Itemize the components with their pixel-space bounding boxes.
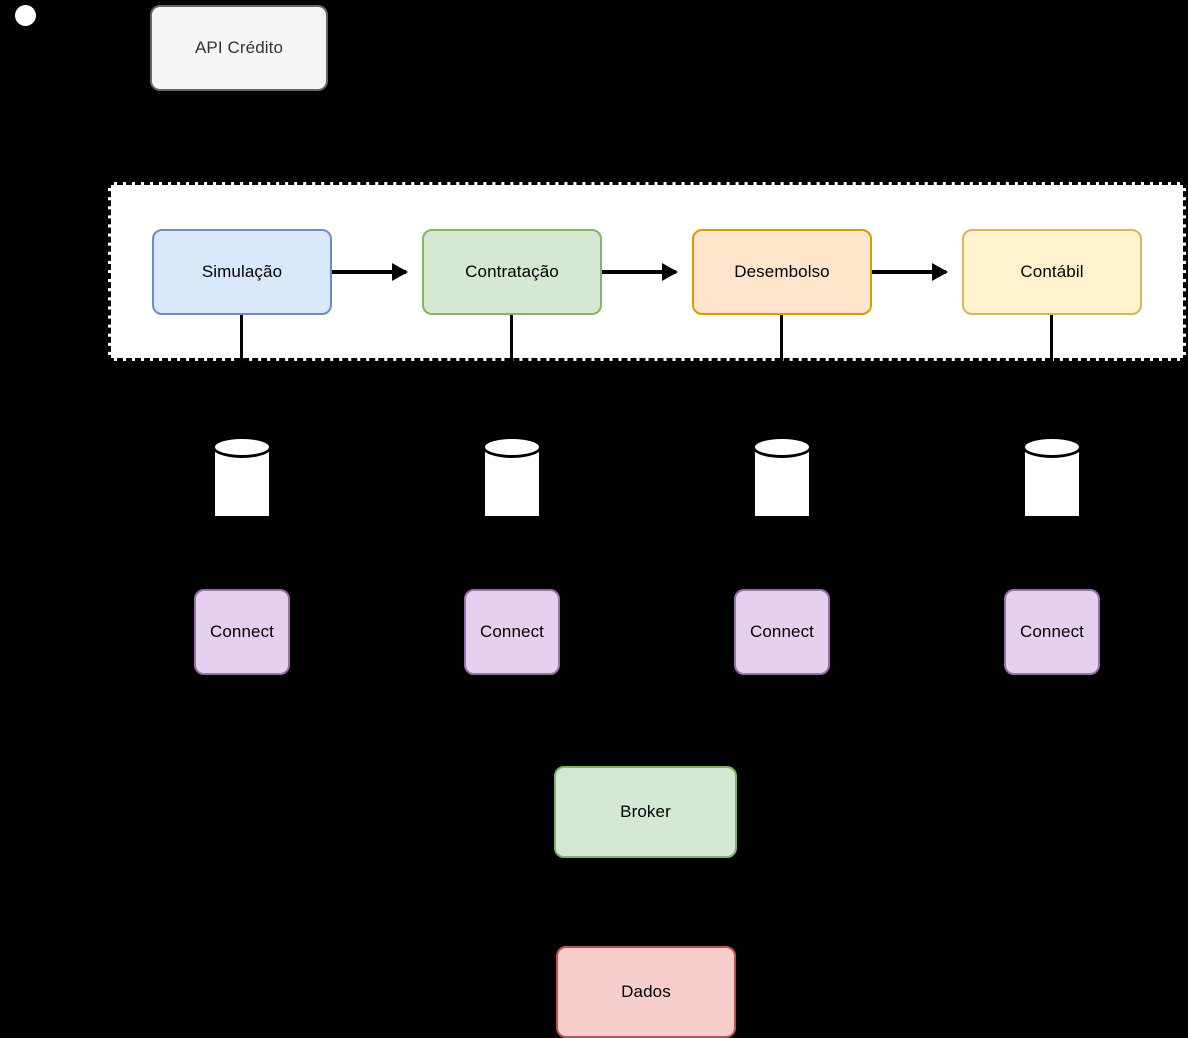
arrow-contratacao-to-desembolso	[602, 263, 678, 281]
arrow-desembolso-to-contabil	[872, 263, 948, 281]
broker-node-label: Broker	[620, 801, 671, 821]
connector-contabil-down	[1050, 315, 1053, 361]
cylinder-body	[212, 447, 272, 519]
flow-node-contabil-label: Contábil	[1020, 261, 1084, 281]
connect-node-2[interactable]: Connect	[464, 589, 560, 675]
connect-node-2-label: Connect	[479, 621, 545, 641]
cylinder-top-ellipse	[482, 436, 542, 458]
start-dot-icon	[15, 5, 36, 26]
connect-node-3-label: Connect	[749, 621, 815, 641]
flow-node-simulacao[interactable]: Simulação	[152, 229, 332, 315]
flow-node-desembolso-label: Desembolso	[734, 261, 830, 281]
flow-node-contratacao-label: Contratação	[465, 261, 559, 281]
flow-node-simulacao-label: Simulação	[201, 261, 283, 281]
dados-node-label: Dados	[621, 981, 671, 1001]
api-credito-node[interactable]: API Crédito	[150, 5, 328, 91]
cylinder-body	[482, 447, 542, 519]
database-cylinder-icon[interactable]	[752, 436, 812, 522]
dados-node[interactable]: Dados	[556, 946, 736, 1038]
connect-node-4[interactable]: Connect	[1004, 589, 1100, 675]
cylinder-body	[752, 447, 812, 519]
database-cylinder-icon[interactable]	[212, 436, 272, 522]
arrow-simulacao-to-contratacao	[332, 263, 408, 281]
cylinder-top-ellipse	[752, 436, 812, 458]
cylinder-top-ellipse	[212, 436, 272, 458]
connector-contratacao-down	[510, 315, 513, 361]
broker-node[interactable]: Broker	[554, 766, 737, 858]
connect-node-1[interactable]: Connect	[194, 589, 290, 675]
flow-node-contabil[interactable]: Contábil	[962, 229, 1142, 315]
connector-simulacao-down	[240, 315, 243, 361]
connect-node-3[interactable]: Connect	[734, 589, 830, 675]
connect-node-1-label: Connect	[209, 621, 275, 641]
api-credito-label: API Crédito	[194, 37, 284, 57]
cylinder-top-ellipse	[1022, 436, 1082, 458]
database-cylinder-icon[interactable]	[482, 436, 542, 522]
cylinder-body	[1022, 447, 1082, 519]
flow-node-contratacao[interactable]: Contratação	[422, 229, 602, 315]
connect-node-4-label: Connect	[1019, 621, 1085, 641]
flow-node-desembolso[interactable]: Desembolso	[692, 229, 872, 315]
database-cylinder-icon[interactable]	[1022, 436, 1082, 522]
connector-desembolso-down	[780, 315, 783, 361]
